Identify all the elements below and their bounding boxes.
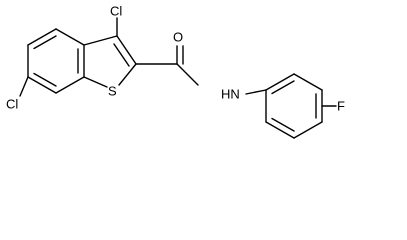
oxygen-label: O [173,30,183,45]
bond-c6-cl [19,76,29,97]
benzene-ring [27,28,85,94]
carboxamide-group [135,45,199,86]
bond-c4-c5 [27,28,57,46]
bond-c4p-c5p [293,121,323,139]
thiophene-ring [83,35,137,88]
bond-c5p-c6p [265,121,295,139]
molecule-structure-diagram: Cl Cl S O HN F [6,4,345,139]
fluorine-label: F [337,99,345,114]
fluorophenyl-ring [245,73,337,139]
bond-c3-c2 [116,35,137,65]
bond-c3a-c4 [55,28,85,46]
bond-c6-c7 [27,76,57,94]
chlorine-left-label: Cl [6,97,18,112]
double-bond-c3-c2 [113,43,130,67]
bond-c2p-c3p [293,73,323,91]
chlorine-top-label: Cl [110,4,122,19]
bond-c3a-c3 [83,35,118,46]
amide-nh-label: HN [221,87,240,102]
double-bond-c4-c5 [33,35,57,50]
bond-c2-s [118,63,137,86]
bond-c7-c7a [55,76,85,94]
double-bond-c1p-c2p [271,80,295,95]
bond-carbonyl-n [176,63,199,86]
sulfur-label: S [108,84,117,99]
double-bond-c5p-c6p [271,117,295,132]
bond-s-c7a [83,76,108,88]
bond-n-c1p [245,89,267,95]
double-bond-c6-c7 [33,72,57,87]
bond-c1p-c2p [265,73,295,91]
